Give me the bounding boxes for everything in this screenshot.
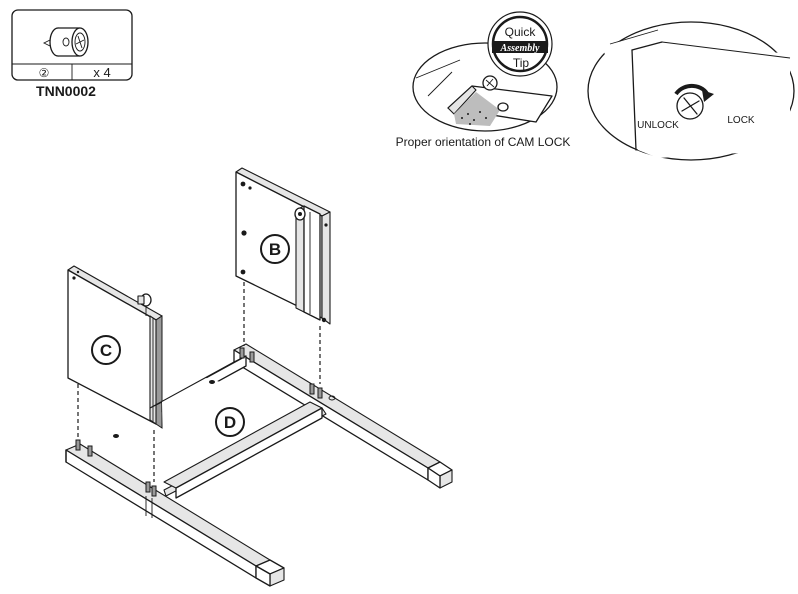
quick-tip-caption: Proper orientation of CAM LOCK xyxy=(396,135,571,149)
panel-b-label: B xyxy=(269,240,281,259)
base-d-label: D xyxy=(224,413,236,432)
base-frame-d: D xyxy=(65,343,453,587)
part-number: ② xyxy=(39,66,50,80)
quick-tip-illustration: Proper orientation of CAM LOCK xyxy=(396,42,571,149)
part-quantity: x 4 xyxy=(93,65,110,80)
cam-lock-part-icon xyxy=(42,27,89,57)
quick-tip-badge: Quick Assembly Tip xyxy=(487,11,553,77)
badge-assembly: Assembly xyxy=(500,43,540,54)
badge-quick: Quick xyxy=(505,25,537,39)
unlock-label: UNLOCK xyxy=(637,120,679,131)
lock-direction-arrow-icon xyxy=(702,90,714,102)
panel-b: B xyxy=(235,167,331,325)
panel-c-label: C xyxy=(100,341,112,360)
part-code: TNN0002 xyxy=(36,83,96,99)
part-box: ② x 4 TNN0002 xyxy=(11,9,133,99)
cam-lock-detail: UNLOCK LOCK xyxy=(587,21,795,161)
badge-tip: Tip xyxy=(513,56,530,70)
alignment-guides xyxy=(77,282,321,482)
lock-label: LOCK xyxy=(727,115,755,126)
panel-c: C xyxy=(67,265,163,429)
